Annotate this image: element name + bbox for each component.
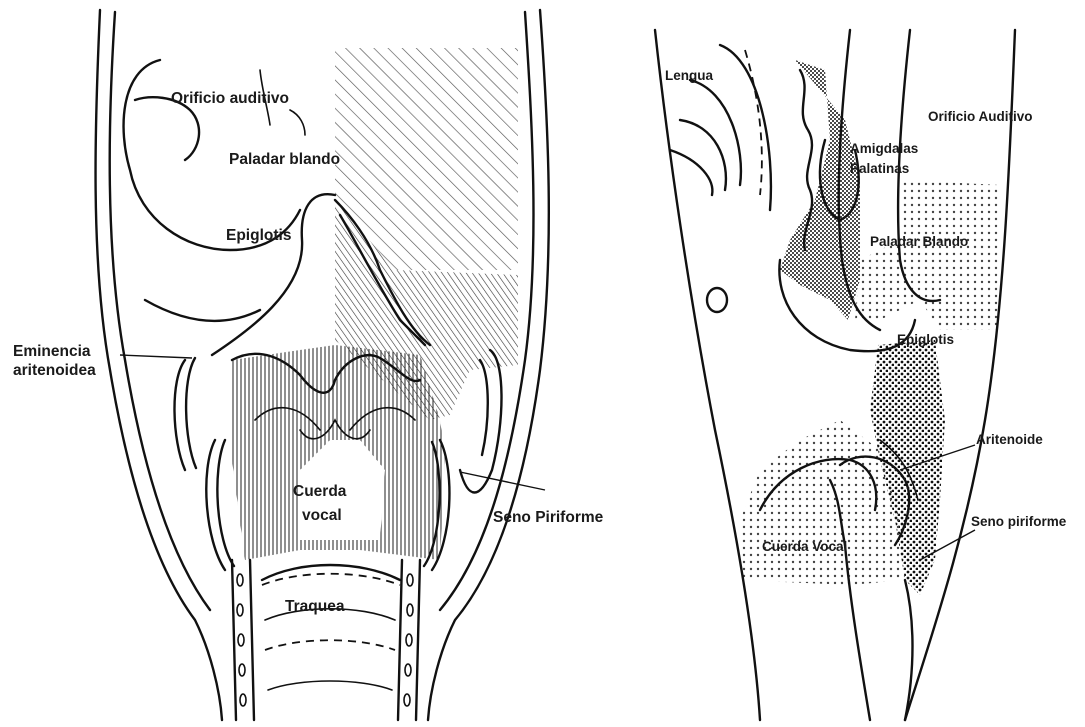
label-seno-piriforme-r: Seno piriforme	[971, 514, 1067, 529]
label-traquea: Traquea	[285, 598, 345, 615]
trachea-rings-right	[404, 574, 413, 706]
label-amigdalas: Amigdalas	[850, 141, 918, 156]
label-palatinas: Palatinas	[850, 161, 909, 176]
label-cuerda: Cuerda	[293, 483, 347, 500]
label-cuerda-vocal: Cuerda Vocal	[762, 539, 847, 554]
label-orificio-auditivo: Orificio auditivo	[171, 90, 289, 107]
label-aritenoidea: aritenoidea	[13, 362, 96, 379]
label-epiglotis: Epiglotis	[226, 227, 291, 244]
trachea-rings-left	[237, 574, 246, 706]
label-paladar-blando: Paladar blando	[229, 151, 340, 168]
label-orificio-auditivo-r: Orificio Auditivo	[928, 109, 1033, 124]
right-diagram: Lengua Orificio Auditivo Amigdalas Palat…	[655, 30, 1067, 720]
label-lengua: Lengua	[665, 68, 713, 83]
label-eminencia: Eminencia	[13, 343, 91, 360]
tonsil-dots	[780, 60, 860, 320]
label-seno-piriforme: Seno Piriforme	[493, 509, 604, 526]
label-aritenoide: Aritenoide	[976, 432, 1043, 447]
left-diagram: Orificio auditivo Paladar blando Epiglot…	[13, 10, 604, 720]
label-epiglotis-r: Epiglotis	[897, 332, 954, 347]
label-vocal: vocal	[302, 507, 342, 524]
soft-palate-dots	[855, 180, 1000, 330]
label-paladar-blando-r: Paladar Blando	[870, 234, 968, 249]
